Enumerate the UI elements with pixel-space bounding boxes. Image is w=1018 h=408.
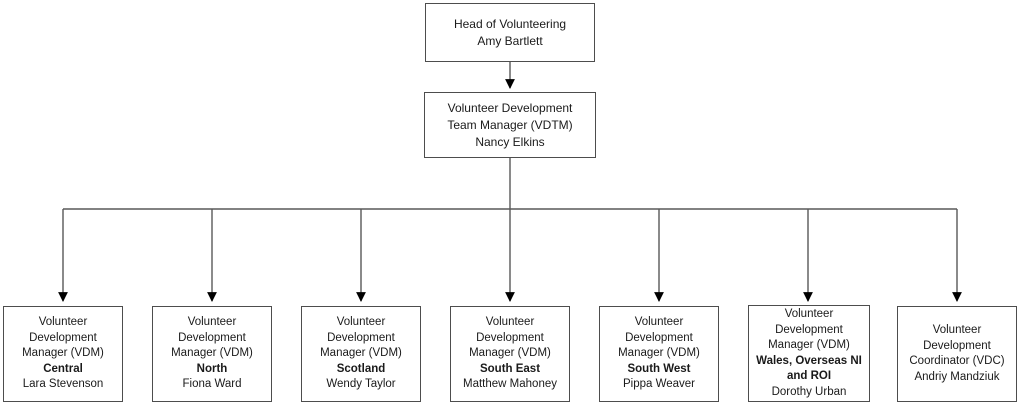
node-person: Matthew Mahoney [463, 378, 557, 391]
node-person: Lara Stevenson [22, 378, 104, 391]
node-role: Development [923, 339, 991, 352]
node-region: Scotland [336, 362, 386, 375]
node-role: Manager (VDM) [469, 347, 551, 360]
node-region: North [196, 362, 228, 375]
node-role: Volunteer [784, 308, 834, 320]
node-role: Manager (VDM) [618, 347, 700, 360]
node-role: Volunteer [38, 316, 88, 329]
org-node-vdm-south-west: Volunteer Development Manager (VDM) Sout… [599, 306, 719, 402]
org-node-vdc-coordinator: Volunteer Development Coordinator (VDC) … [897, 306, 1017, 402]
org-node-head-of-volunteering: Head of Volunteering Amy Bartlett [425, 3, 595, 62]
node-person: Pippa Weaver [622, 378, 696, 391]
node-role: Manager (VDM) [171, 347, 253, 360]
node-region: Central [43, 362, 83, 375]
node-role: Volunteer [932, 324, 982, 336]
node-region: and ROI [786, 370, 832, 382]
org-node-vdm-scotland: Volunteer Development Manager (VDM) Scot… [301, 306, 421, 402]
node-person: Andriy Mandziuk [914, 370, 1000, 383]
node-region: Wales, Overseas NI [756, 354, 862, 367]
node-role: Development [775, 323, 843, 336]
node-role: Coordinator (VDC) [909, 355, 1005, 367]
org-node-vdm-wales-overseas-ni-roi: Volunteer Development Manager (VDM) Wale… [748, 305, 870, 402]
node-role: Volunteer [634, 316, 684, 329]
node-role: Manager (VDM) [22, 347, 104, 360]
org-node-vdm-central: Volunteer Development Manager (VDM) Cent… [3, 306, 123, 402]
node-person: Nancy Elkins [475, 134, 545, 149]
node-role: Volunteer [187, 316, 237, 329]
node-role: Team Manager (VDTM) [447, 117, 573, 132]
node-person: Dorothy Urban [771, 385, 847, 398]
node-role: Manager (VDM) [768, 339, 850, 351]
org-node-team-manager: Volunteer Development Team Manager (VDTM… [424, 92, 596, 158]
node-role: Development [625, 331, 693, 344]
node-role: Development [178, 331, 246, 344]
node-person: Wendy Taylor [326, 378, 396, 391]
org-node-vdm-north: Volunteer Development Manager (VDM) Nort… [152, 306, 272, 402]
org-node-vdm-south-east: Volunteer Development Manager (VDM) Sout… [450, 306, 570, 402]
node-region: South East [479, 362, 541, 375]
node-role: Volunteer [336, 316, 386, 329]
node-role: Head of Volunteering [453, 16, 567, 31]
node-role: Manager (VDM) [320, 347, 402, 360]
node-role: Development [476, 331, 544, 344]
node-role: Volunteer Development [447, 100, 573, 115]
node-region: South West [627, 362, 691, 375]
node-role: Development [327, 331, 395, 344]
node-person: Amy Bartlett [477, 33, 543, 48]
node-person: Fiona Ward [182, 378, 242, 391]
node-role: Volunteer [485, 316, 535, 329]
node-role: Development [29, 331, 97, 344]
